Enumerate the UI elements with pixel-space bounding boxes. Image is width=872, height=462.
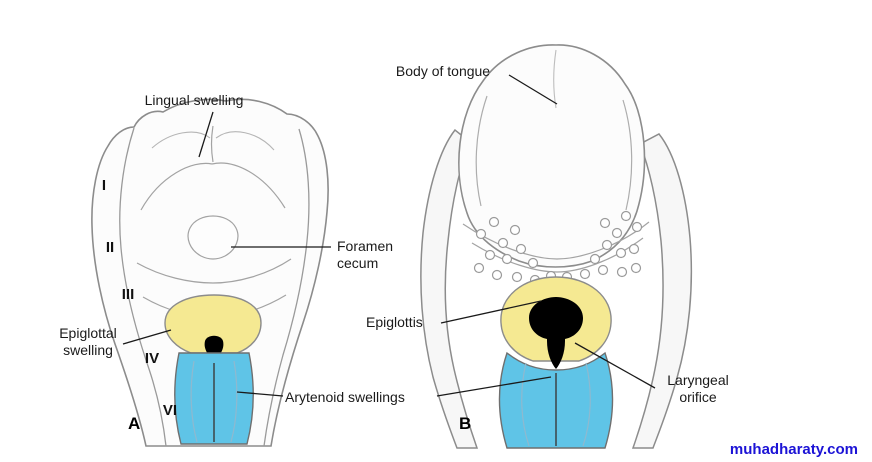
arch-band-line-1 — [136, 258, 292, 284]
arch-numeral-vi: VI — [162, 402, 178, 419]
epiglottal-swelling-label-line1: Epiglottal — [59, 325, 117, 341]
arytenoid-a-inner-right-arc — [230, 360, 238, 443]
body-of-tongue-leader — [508, 74, 558, 105]
epiglottal-swelling-label: Epiglottal swelling — [44, 325, 132, 359]
arytenoid-swellings-label: Arytenoid swellings — [285, 389, 405, 405]
foramen-cecum-label-line2: cecum — [337, 255, 379, 271]
arch-numeral-i: I — [101, 177, 107, 194]
laryngeal-orifice-label-line1: Laryngeal — [667, 372, 729, 388]
terminal-sulcus-line-1 — [462, 221, 650, 260]
lingual-swelling-label: Lingual swelling — [144, 92, 244, 108]
laryngeal-orifice-label-line2: orifice — [679, 389, 717, 405]
leader-lines — [122, 74, 656, 397]
arytenoid-b-inner-right-arc — [582, 362, 591, 447]
lingual-swelling-leader — [198, 111, 214, 158]
arytenoid-a-inner-left-arc — [190, 360, 198, 443]
epiglottal-swelling-label-line2: swelling — [63, 342, 113, 358]
tongue-left-groove — [475, 95, 488, 207]
watermark-link[interactable]: muhadharaty.com — [729, 441, 858, 458]
foramen-cecum-label-line1: Foramen — [337, 238, 394, 254]
lingual-swelling-right-arc — [211, 162, 286, 209]
arytenoid-leader-left — [236, 391, 284, 397]
laryngeal-orifice-label: Laryngeal orifice — [656, 372, 740, 406]
epiglottal-swelling-leader — [122, 329, 172, 345]
figure-a-right-bar-line — [263, 128, 310, 447]
tuberculum-impar-shape — [187, 215, 239, 260]
laryngeal-orifice-shape — [529, 297, 583, 369]
foramen-cecum-label: Foramen cecum — [337, 238, 411, 272]
tongue-right-groove — [622, 99, 633, 211]
figure-a-drawing — [91, 98, 329, 447]
lingual-swelling-center-crease — [210, 125, 214, 163]
panel-label-a: A — [128, 414, 141, 433]
figure-b-left-wall — [420, 128, 479, 449]
laryngeal-orifice-leader — [574, 342, 656, 389]
arytenoid-leader-right — [436, 376, 552, 397]
arch-numeral-iv: IV — [144, 350, 160, 367]
epiglottis-label: Epiglottis — [366, 314, 423, 330]
figure-b-drawing — [420, 44, 693, 449]
arch-numeral-iii: III — [121, 286, 135, 303]
panel-label-b: B — [459, 414, 472, 433]
body-of-tongue-label: Body of tongue — [395, 63, 491, 79]
arytenoid-b-inner-left-arc — [521, 362, 530, 447]
papillae-dots — [473, 210, 643, 286]
figure-b-right-wall — [631, 133, 693, 449]
lingual-swelling-left-arc — [140, 162, 213, 211]
figure-a-left-bar-line — [119, 127, 167, 447]
figure-a-outline — [91, 98, 329, 447]
arch-numeral-ii: II — [105, 239, 115, 256]
lingual-swelling-top-right-arc — [215, 131, 275, 151]
epiglottal-swelling-shape — [164, 294, 262, 354]
epiglottis-leader — [440, 300, 542, 324]
terminal-sulcus-line-2 — [471, 237, 644, 273]
